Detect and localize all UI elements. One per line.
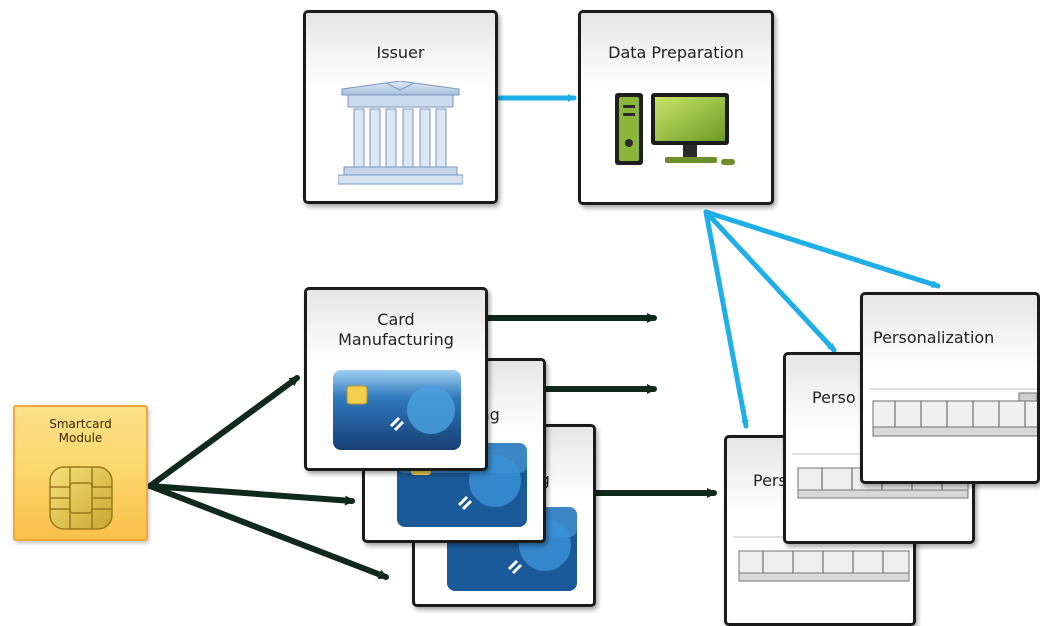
arrow-smartcard-to-card-manufacturing-2: [147, 483, 355, 506]
smartcard-module-label-line1: Smartcard: [49, 417, 112, 431]
smartcard-module-label-line2: Module: [58, 431, 103, 445]
desktop-computer-icon: [615, 93, 735, 165]
smartcard-module-box: Smartcard Module: [13, 405, 148, 541]
personalization-label-3: Pers: [753, 471, 787, 490]
personalization-box: Personalization: [860, 292, 1040, 484]
personalization-label-2: Perso: [812, 388, 856, 407]
card-manufacturing-label: Card Manufacturing: [307, 310, 485, 350]
card-personalization-machine-icon: [869, 388, 1037, 437]
chip-icon: [49, 466, 113, 530]
issuer-label: Issuer: [376, 43, 425, 62]
card-manufacturing-label-line2: Manufacturing: [338, 330, 454, 349]
card-personalization-machine-icon: [733, 536, 913, 582]
arrow-data-preparation-to-personalization-1: [703, 209, 941, 289]
arrow-data-preparation-to-personalization-2: [703, 209, 837, 353]
personalization-label: Personalization: [873, 328, 995, 347]
data-preparation-box: Data Preparation: [578, 10, 774, 205]
smartcard-module-label: Smartcard Module: [15, 417, 146, 445]
smart-card-icon: [333, 370, 461, 450]
card-manufacturing-box: Card Manufacturing: [304, 287, 488, 471]
arrow-smartcard-to-card-manufacturing-1: [147, 375, 300, 489]
bank-icon: [338, 81, 463, 185]
arrow-smartcard-to-card-manufacturing-3: [147, 483, 389, 580]
card-manufacturing-label-line1: Card: [377, 310, 415, 329]
issuer-box: Issuer: [303, 10, 498, 204]
data-preparation-label: Data Preparation: [608, 43, 744, 62]
arrow-data-preparation-to-personalization-3: [703, 209, 749, 429]
